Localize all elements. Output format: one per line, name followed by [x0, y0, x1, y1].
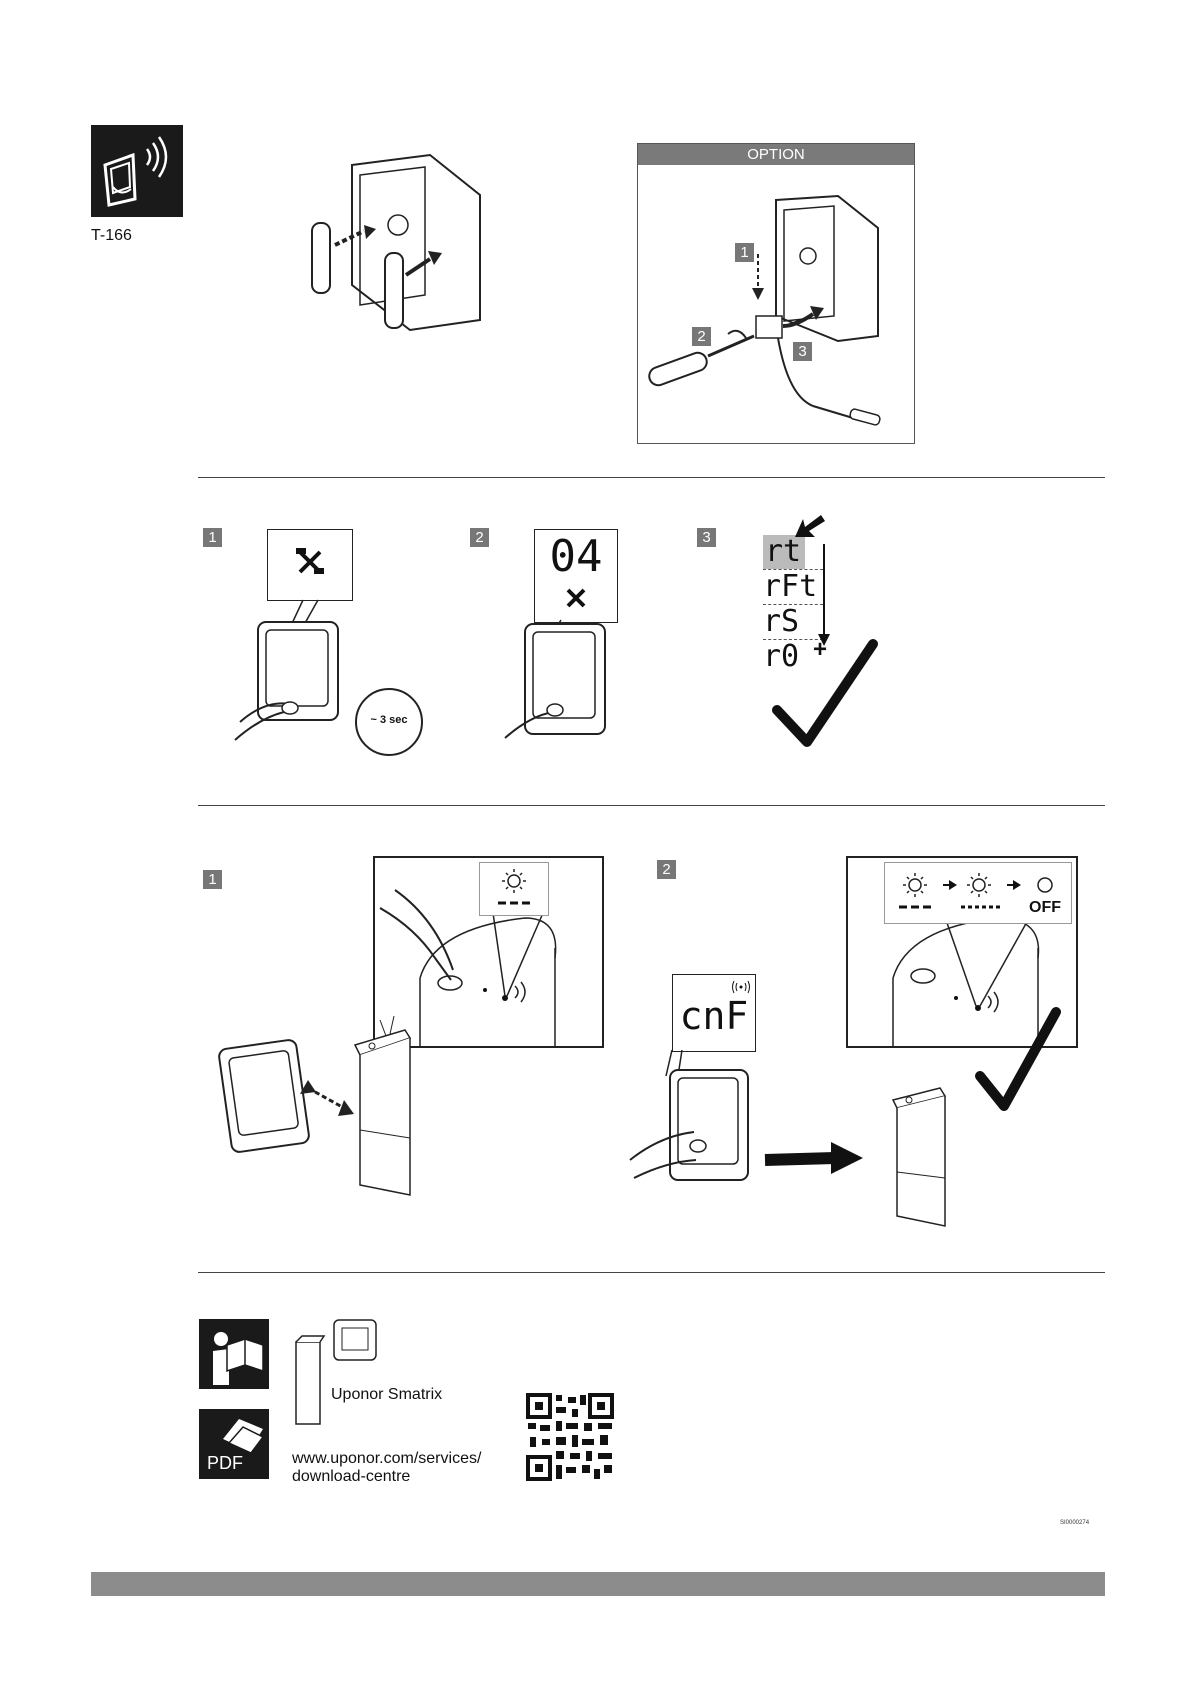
reading-manual-icon	[199, 1319, 269, 1389]
document-id: SI0000274	[1060, 1520, 1089, 1526]
product-name: Uponor Smatrix	[331, 1386, 442, 1404]
led-off-label: OFF	[1023, 899, 1067, 917]
option-step-2: 2	[692, 327, 711, 346]
product-devices-icon	[292, 1318, 382, 1428]
config-step-2: 2	[470, 528, 489, 547]
register-step-2: 2	[657, 860, 676, 879]
led-sequence-box: OFF	[884, 862, 1072, 924]
pointer-arrow	[795, 515, 825, 545]
register-callout-display: cnF	[672, 974, 756, 1052]
pdf-icon-tile: PDF	[199, 1409, 269, 1479]
download-url[interactable]: www.uponor.com/services/ download-centre	[292, 1450, 481, 1486]
qr-code-icon[interactable]	[526, 1393, 614, 1481]
pdf-label: PDF	[207, 1453, 243, 1474]
controller-device	[885, 1080, 965, 1230]
thermostat-wireless-icon	[91, 125, 183, 217]
device-code: T-166	[91, 227, 132, 245]
tools-icon	[535, 530, 617, 622]
download-url-line2[interactable]: download-centre	[292, 1468, 481, 1486]
config-step-1: 1	[203, 528, 222, 547]
tools-icon	[268, 530, 352, 600]
led-blink-box	[479, 862, 549, 916]
display-code-cnf: cnF	[673, 993, 755, 1039]
option-step-3: 3	[793, 342, 812, 361]
battery-insertion-illustration	[300, 155, 500, 345]
led-blinking-icon	[480, 863, 548, 915]
download-url-line1[interactable]: www.uponor.com/services/	[292, 1450, 481, 1468]
section-divider-2	[198, 805, 1105, 806]
option-header: OPTION	[638, 144, 914, 165]
checkmark-icon	[978, 1010, 1058, 1120]
hold-time-label: ~ 3 sec	[357, 714, 421, 726]
hold-timer: ~ 3 sec	[355, 688, 423, 756]
config-step-3: 3	[697, 528, 716, 547]
bottom-bar	[91, 1572, 1105, 1596]
register-step-1: 1	[203, 870, 222, 889]
config-callout-tools	[267, 529, 353, 601]
config-callout-display: 04	[534, 529, 618, 623]
sensor-wiring-illustration	[638, 166, 914, 436]
section-divider-3	[198, 1272, 1105, 1273]
scroll-down-arrow	[812, 540, 842, 650]
thermostat-press-illustration	[505, 620, 625, 740]
controller-device	[350, 1010, 430, 1200]
thermostat-confirm-illustration	[630, 1050, 760, 1190]
device-icon-tile	[91, 125, 183, 217]
checkmark-icon	[775, 640, 875, 750]
section-divider-1	[198, 477, 1105, 478]
option-panel: OPTION 1 2 3	[637, 143, 915, 444]
option-step-1: 1	[735, 243, 754, 262]
proceed-arrow	[765, 1140, 865, 1180]
manual-icon-tile	[199, 1319, 269, 1389]
